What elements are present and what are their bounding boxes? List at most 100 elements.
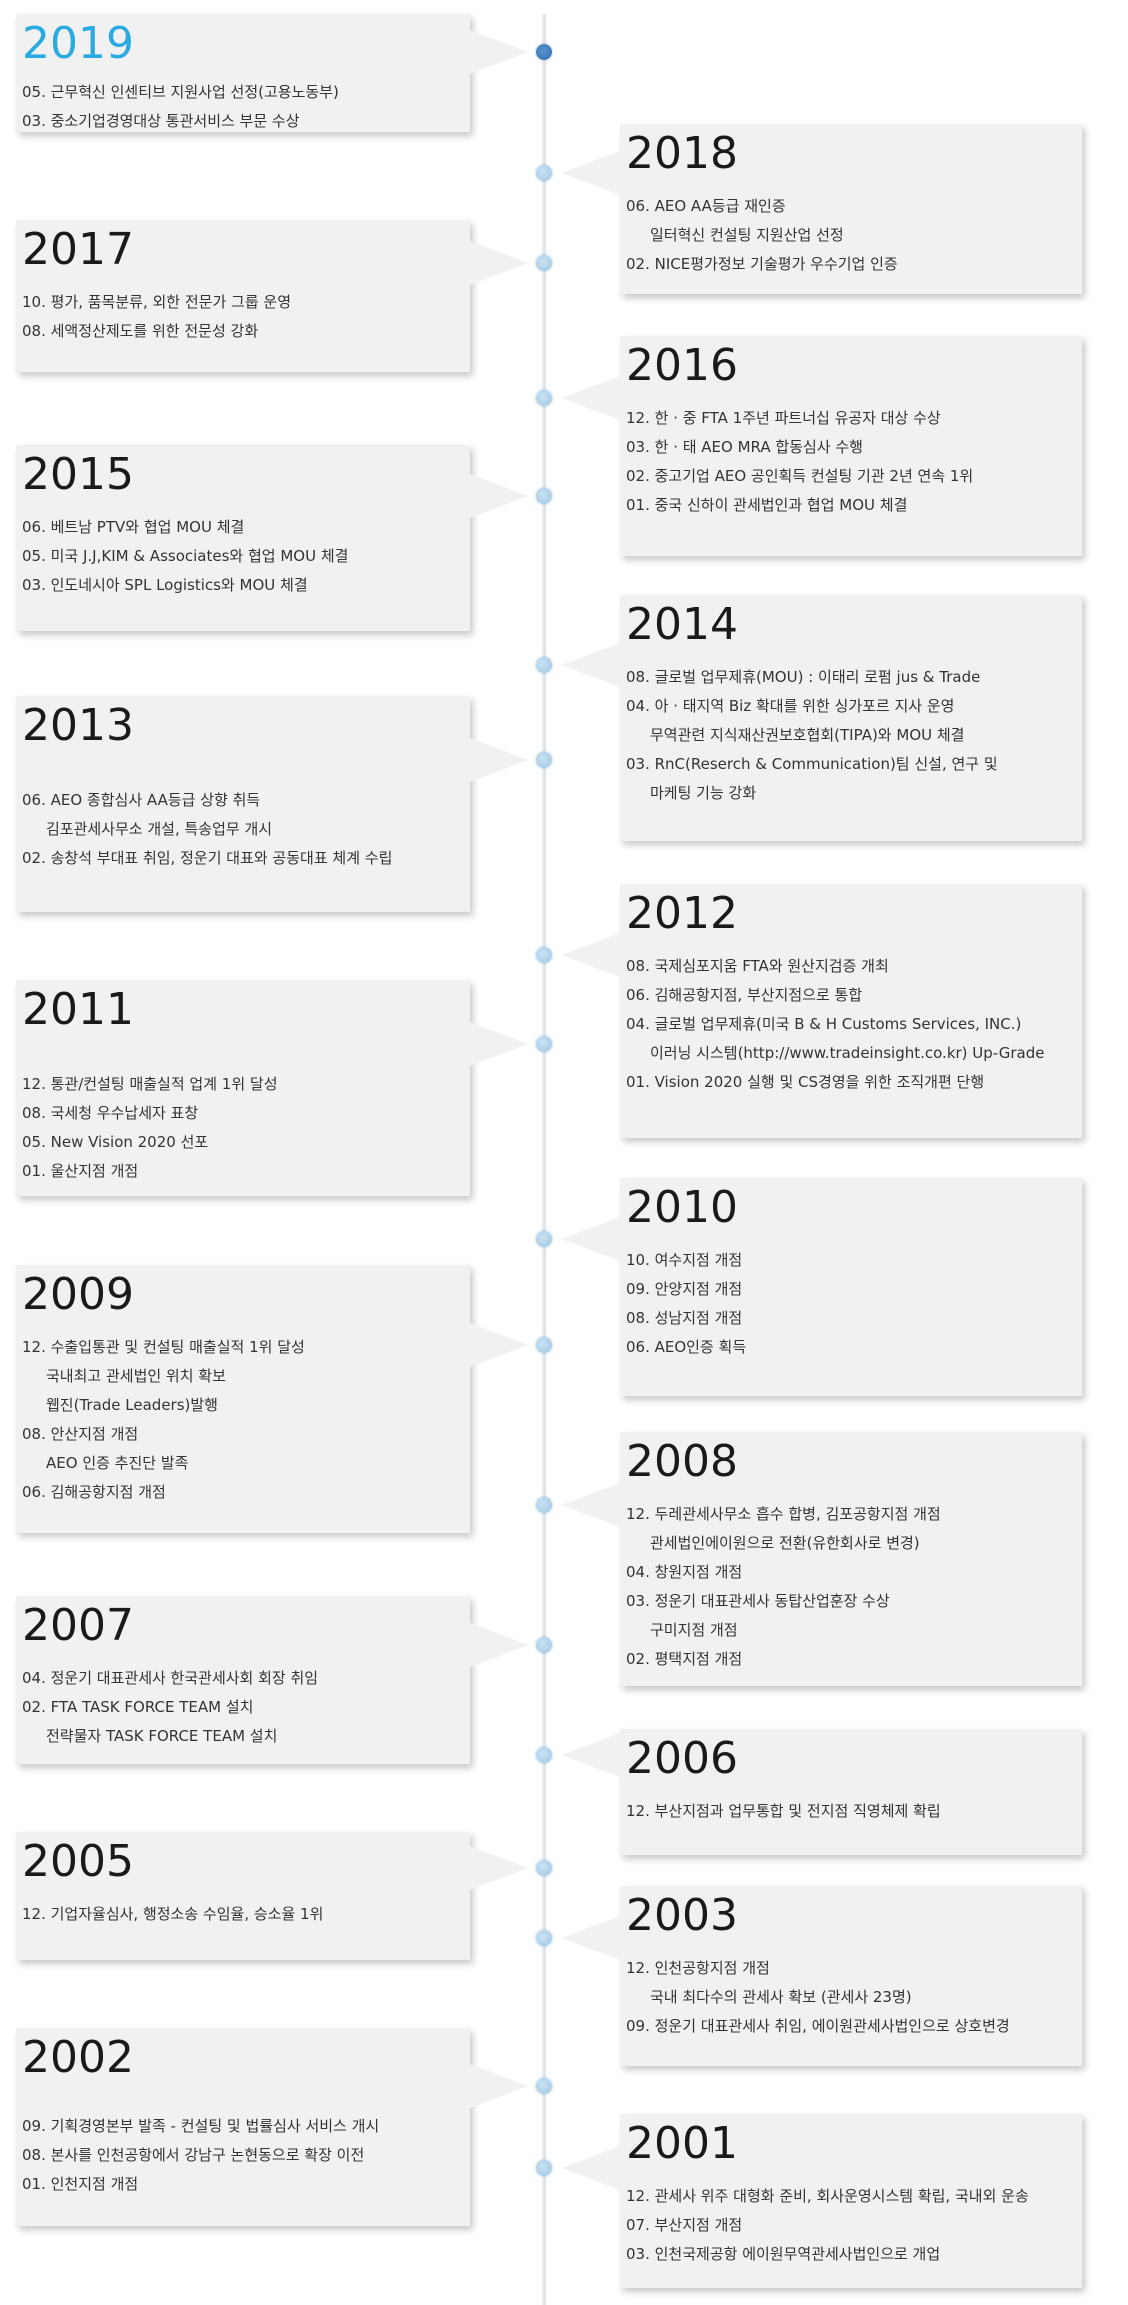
event-item: 09. 정운기 대표관세사 취임, 에이원관세사법인으로 상호변경: [626, 2017, 1010, 2035]
event-item: 06. AEO인증 획득: [626, 1338, 747, 1356]
year-heading: 2009: [22, 1269, 134, 1320]
event-item: 04. 창원지점 개점: [626, 1563, 743, 1581]
timeline-dot-2001: [536, 2160, 552, 2176]
timeline-dot-2002: [536, 2078, 552, 2094]
event-item: AEO 인증 추진단 발족: [46, 1454, 189, 1472]
timeline-dot-2005: [536, 1860, 552, 1876]
event-item: 12. 기업자율심사, 행정소송 수임율, 승소율 1위: [22, 1905, 324, 1923]
event-item: 01. 인천지점 개점: [22, 2175, 139, 2193]
card-pointer: [470, 30, 528, 74]
event-item: 일터혁신 컨설팅 지원산업 선정: [650, 226, 844, 244]
card-pointer: [470, 1846, 528, 1890]
event-item: 08. 성남지점 개점: [626, 1309, 743, 1327]
event-item: 02. 송창석 부대표 취임, 정운기 대표와 공동대표 체계 수립: [22, 849, 393, 867]
event-list: 12. 기업자율심사, 행정소송 수임율, 승소율 1위: [22, 1900, 323, 1929]
history-card-2010: 2010 10. 여수지점 개점 09. 안양지점 개점 08. 성남지점 개점 06.…: [562, 1178, 1082, 1396]
card-pointer: [562, 151, 620, 195]
card-pointer: [562, 376, 620, 420]
event-item: 10. 여수지점 개점: [626, 1251, 743, 1269]
event-item: 04. 글로벌 업무제휴(미국 B & H Customs Services, …: [626, 1015, 1022, 1033]
event-item: 02. 중고기업 AEO 공인획득 컨설팅 기관 2년 연속 1위: [626, 467, 974, 485]
event-item: 웹진(Trade Leaders)발행: [46, 1396, 218, 1414]
event-item: 10. 평가, 품목분류, 외한 전문가 그룹 운영: [22, 293, 292, 311]
event-item: 03. RnC(Reserch & Communication)팀 신설, 연구…: [626, 755, 998, 773]
card-pointer: [562, 2146, 620, 2190]
event-item: 12. 인천공항지점 개점: [626, 1959, 770, 1977]
event-item: 09. 안양지점 개점: [626, 1280, 743, 1298]
event-item: 이러닝 시스템(http://www.tradeinsight.co.kr) U…: [650, 1044, 1045, 1062]
year-heading: 2002: [22, 2032, 134, 2083]
year-heading: 2017: [22, 224, 134, 275]
card-pointer: [562, 933, 620, 977]
event-item: 국내 최다수의 관세사 확보 (관세사 23명): [650, 1988, 912, 2006]
event-item: 08. 안산지점 개점: [22, 1425, 139, 1443]
event-item: 05. 근무혁신 인센티브 지원사업 선정(고용노동부): [22, 83, 339, 101]
event-item: 06. 베트남 PTV와 협업 MOU 체결: [22, 518, 245, 536]
event-item: 04. 정운기 대표관세사 한국관세사회 회장 취임: [22, 1669, 319, 1687]
card-pointer: [470, 1022, 528, 1066]
event-item: 03. 인천국제공항 에이원무역관세사법인으로 개업: [626, 2245, 941, 2263]
event-item: 03. 인도네시아 SPL Logistics와 MOU 체결: [22, 576, 308, 594]
event-item: 12. 통관/컨설팅 매출실적 업계 1위 달성: [22, 1075, 278, 1093]
event-item: 12. 두레관세사무소 흡수 합병, 김포공항지점 개점: [626, 1505, 941, 1523]
event-item: 01. 울산지점 개점: [22, 1162, 139, 1180]
year-heading: 2008: [626, 1436, 738, 1487]
timeline-dot-2013: [536, 752, 552, 768]
event-item: 마케팅 기능 강화: [650, 784, 757, 802]
event-item: 08. 본사를 인천공항에서 강남구 논현동으로 확장 이전: [22, 2146, 365, 2164]
event-item: 06. AEO 종합심사 AA등급 상향 취득: [22, 791, 261, 809]
year-heading: 2013: [22, 700, 134, 751]
card-pointer: [470, 1623, 528, 1667]
event-list: 10. 여수지점 개점 09. 안양지점 개점 08. 성남지점 개점 06. AEO…: [626, 1246, 746, 1362]
year-heading: 2010: [626, 1182, 738, 1233]
card-pointer: [470, 474, 528, 518]
timeline-dot-2007: [536, 1637, 552, 1653]
year-heading: 2016: [626, 340, 738, 391]
event-item: 12. 관세사 위주 대형화 준비, 회사운영시스템 확립, 국내외 운송: [626, 2187, 1029, 2205]
card-pointer: [470, 241, 528, 285]
event-item: 무역관련 지식재산권보호협회(TIPA)와 MOU 체결: [650, 726, 965, 744]
event-item: 05. New Vision 2020 선포: [22, 1133, 209, 1151]
event-item: 02. FTA TASK FORCE TEAM 설치: [22, 1698, 254, 1716]
timeline-axis: [542, 14, 546, 2305]
event-item: 08. 국세청 우수납세자 표창: [22, 1104, 199, 1122]
event-item: 구미지점 개점: [650, 1621, 738, 1639]
timeline-dot-2003: [536, 1930, 552, 1946]
year-heading: 2015: [22, 449, 134, 500]
event-list: 12. 통관/컨설팅 매출실적 업계 1위 달성 08. 국세청 우수납세자 표창…: [22, 1070, 278, 1186]
event-item: 01. Vision 2020 실행 및 CS경영을 위한 조직개편 단행: [626, 1073, 985, 1091]
event-item: 김포관세사무소 개설, 특송업무 개시: [46, 820, 273, 838]
year-heading: 2003: [626, 1890, 738, 1941]
timeline-dot-2009: [536, 1337, 552, 1353]
event-item: 08. 글로벌 업무제휴(MOU) : 이태리 로펌 jus & Trade: [626, 668, 981, 686]
timeline-dot-2014: [536, 657, 552, 673]
timeline-dot-2015: [536, 488, 552, 504]
card-pointer: [562, 1217, 620, 1261]
event-item: 12. 한 · 중 FTA 1주년 파트너십 유공자 대상 수상: [626, 409, 941, 427]
card-pointer: [470, 1323, 528, 1367]
event-item: 12. 부산지점과 업무통합 및 전지점 직영체제 확립: [626, 1802, 941, 1820]
card-pointer: [562, 1916, 620, 1960]
year-heading: 2018: [626, 128, 738, 179]
card-pointer: [470, 2064, 528, 2108]
year-heading: 2007: [22, 1600, 134, 1651]
event-item: 06. 김해공항지점 개점: [22, 1483, 166, 1501]
